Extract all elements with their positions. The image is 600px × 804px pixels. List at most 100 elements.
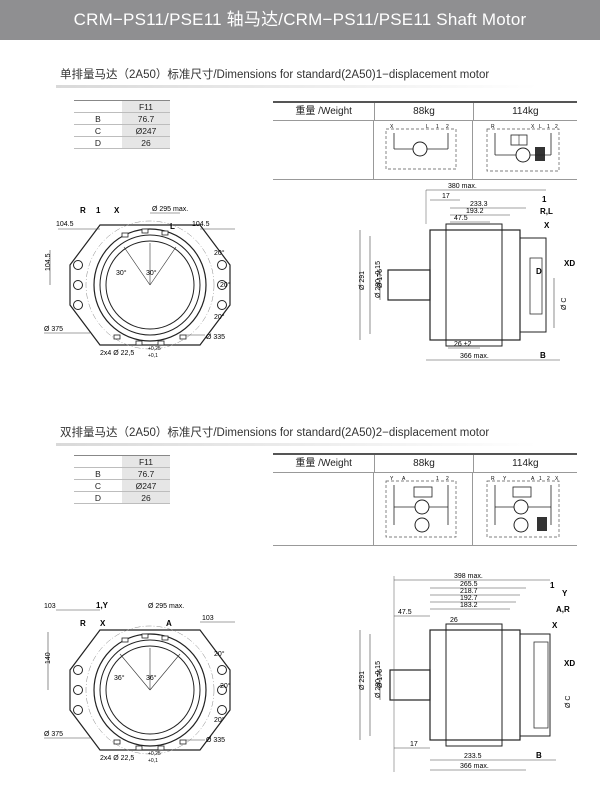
drawing-label: X [114, 206, 120, 215]
weight-label: 重量 /Weight [273, 455, 376, 472]
weight-value-1: 88kg [375, 103, 474, 120]
weight-table-2: 重量 /Weight 88kg 114kg Y A 1 2 [273, 453, 577, 546]
schematic-label: A [531, 476, 535, 482]
schematic-label: 2 [555, 124, 558, 130]
drawing-label: 183.2 [460, 602, 478, 609]
drawing-label: X [544, 221, 550, 230]
table-value: Ø247 [122, 124, 170, 137]
drawing-label: Ø 335 [206, 737, 225, 744]
drawing-label: Ø 280 -0,15 [375, 661, 382, 698]
drawing-label: 1 [96, 206, 101, 215]
drawing-label: Y [562, 589, 568, 598]
side-view-drawing-1: 380 max. 17 233.3 193.2 47.5 1 R,L X XD … [359, 183, 575, 361]
drawing-label: B [540, 351, 546, 360]
weight-label: 重量 /Weight [273, 103, 376, 120]
schematic-label: X [390, 124, 394, 130]
schematic-label: R [491, 124, 495, 130]
drawing-label: 104.5 [45, 253, 52, 271]
drawing-label: R,L [540, 207, 553, 216]
drawing-label: 2x4 Ø 22,5 [100, 350, 134, 357]
schematic-label: 2 [446, 476, 449, 482]
front-view-drawing-2: 103 1,Y Ø 295 max. R X A 103 140 36° 36°… [44, 601, 235, 764]
front-view-drawing-1: R 1 X L Ø 295 max. 104.5 104.5 104.5 30°… [44, 206, 235, 359]
drawing-label: 36° [146, 674, 157, 682]
drawing-label: 103 [202, 615, 214, 622]
drawing-label: R [80, 619, 86, 628]
drawing-label: 30° [116, 269, 127, 277]
schematic-label: 1 [436, 476, 439, 482]
drawing-label: 366 max. [460, 353, 489, 360]
section-1-heading-text: 单排量马达（2A50）标准尺寸/Dimensions for standard(… [60, 69, 490, 81]
drawing-label: L [170, 222, 175, 231]
drawing-label: 233.5 [464, 753, 482, 760]
hydraulic-schematic-1a: X L 1 2 [385, 124, 457, 170]
table-key: B [74, 112, 122, 125]
schematic-label: Y [503, 476, 507, 482]
weight-value-2: 114kg [512, 106, 539, 117]
drawing-label: 2x4 Ø 22,5 [100, 755, 134, 762]
drawing-label: Ø C [565, 696, 572, 708]
table-value: 76.7 [122, 112, 170, 125]
section-2-heading: 双排量马达（2A50）标准尺寸/Dimensions for standard(… [56, 422, 538, 446]
drawing-label: 380 max. [448, 183, 477, 190]
drawing-label: A,R [556, 605, 570, 614]
drawing-label: 36° [114, 674, 125, 682]
side-view-drawing-2: 398 max. 265.5 218.7 192.7 183.2 47.5 26… [359, 573, 575, 772]
drawing-label: 192.7 [460, 595, 478, 602]
section-1-heading: 单排量马达（2A50）标准尺寸/Dimensions for standard(… [56, 64, 538, 88]
table-value: 26 [122, 136, 170, 149]
table-key: D [74, 491, 122, 504]
drawing-label: 265.5 [460, 581, 478, 588]
drawing-label: B [536, 751, 542, 760]
drawing-label: 17 [442, 193, 450, 200]
drawing-label: 140 [45, 652, 52, 664]
heading-underline [56, 443, 538, 446]
drawing-label: D [536, 267, 542, 276]
hydraulic-schematic-2a: Y A 1 2 [385, 476, 457, 538]
drawing-label: XD [564, 259, 575, 268]
table-corner [74, 455, 122, 468]
drawing-label: 193.2 [466, 208, 484, 215]
weight-table-1: 重量 /Weight 88kg 114kg X L 1 2 [273, 101, 577, 180]
drawing-label: 26 ±2 [454, 341, 472, 348]
drawing-label: +0,1 [148, 758, 158, 764]
schematic-label: 2 [446, 124, 449, 130]
drawing-label: 103 [44, 603, 56, 610]
drawing-label: Ø 280 -0,15 [375, 261, 382, 298]
drawing-label: Ø 291 [359, 271, 366, 290]
drawing-label: Ø 291 [359, 671, 366, 690]
drawing-label: 20° [220, 281, 231, 289]
drawing-label: 20° [214, 650, 225, 658]
drawing-label: 47.5 [398, 609, 412, 616]
schematic-label: X [555, 476, 559, 482]
drawing-label: XD [564, 659, 575, 668]
drawing-label: Ø 375 [44, 731, 63, 738]
schematic-label: A [402, 476, 406, 482]
drawing-label: 104.5 [192, 221, 210, 228]
drawing-label: 17 [410, 741, 418, 748]
drawing-label: 398 max. [454, 573, 483, 580]
table-key: C [74, 124, 122, 137]
drawing-label: Ø 176 [377, 669, 384, 688]
table-key: D [74, 136, 122, 149]
drawing-label: Ø 375 [44, 326, 63, 333]
drawing-label: +0,1 [148, 353, 158, 359]
drawing-label: 1 [542, 195, 547, 204]
drawing-label: 366 max. [460, 763, 489, 770]
drawing-label: 47.5 [454, 215, 468, 222]
schematic-label: 1 [539, 476, 542, 482]
drawing-label: Ø 295 max. [152, 206, 188, 213]
drawing-label: X [100, 619, 106, 628]
drawing-label: 20° [214, 716, 225, 724]
table-value: Ø247 [122, 479, 170, 492]
schematic-label: Y [390, 476, 394, 482]
table-header: F11 [122, 455, 170, 468]
schematic-label: L [426, 124, 429, 130]
section-2-heading-text: 双排量马达（2A50）标准尺寸/Dimensions for standard(… [60, 427, 490, 439]
weight-value-2: 114kg [512, 458, 539, 469]
drawing-label: 218.7 [460, 588, 478, 595]
drawing-label: 30° [146, 269, 157, 277]
heading-underline [56, 85, 538, 88]
